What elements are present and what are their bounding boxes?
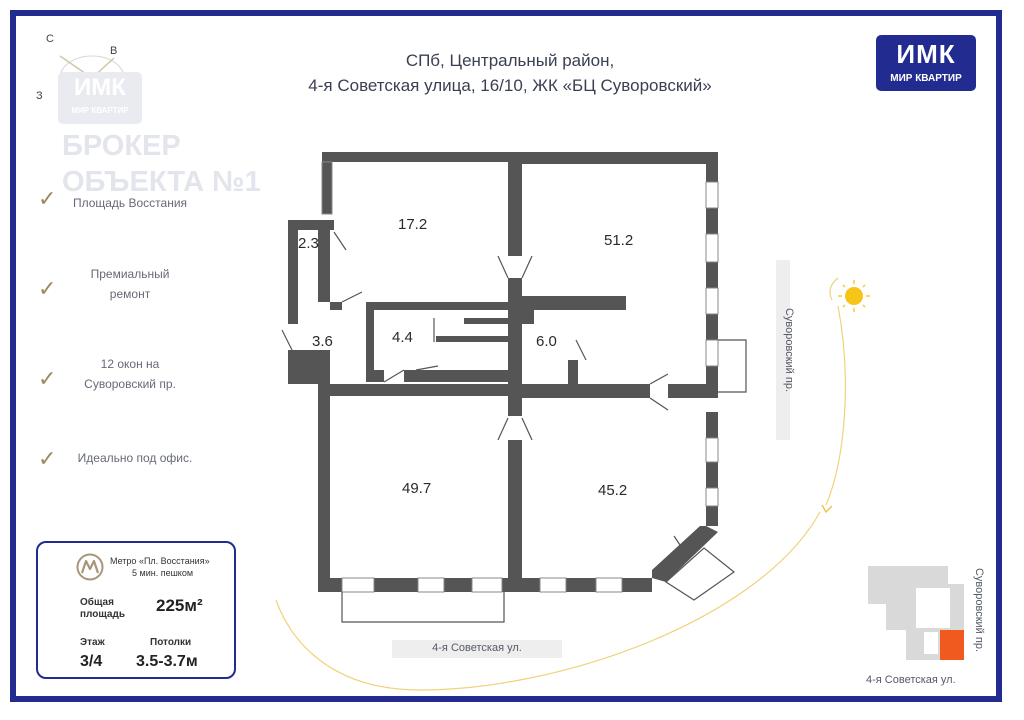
area-label-line-2: площадь: [80, 609, 125, 620]
floor-label: Этаж: [80, 637, 105, 648]
feature-renovation: Премиальный ремонт: [60, 264, 200, 304]
room-label: 6.0: [536, 333, 557, 350]
info-card: Метро «Пл. Восстания» 5 мин. пешком Обща…: [36, 541, 236, 679]
address-line-2: 4-я Советская улица, 16/10, ЖК «БЦ Сувор…: [308, 76, 712, 95]
room-label: 45.2: [598, 482, 628, 499]
minimap-street-suvorovsky: Суворовский пр.: [973, 567, 985, 653]
feature-windows-line-1: 12 окон на: [100, 357, 160, 371]
compass-west: З: [36, 90, 43, 102]
brand-mark: ИМК: [896, 39, 956, 69]
watermark-mark: ИМК: [74, 74, 126, 101]
feature-windows-line-2: Суворовский пр.: [84, 377, 176, 391]
room-label: 49.7: [402, 480, 432, 497]
feature-renovation-line-1: Премиальный: [90, 267, 170, 281]
location-minimap: [868, 566, 964, 660]
broker-line-2: ОБЪЕКТА №1: [62, 166, 261, 198]
street-strip: [392, 640, 562, 658]
border-frame: [10, 10, 1002, 702]
compass-north: С: [46, 33, 54, 45]
check-icon: ✓: [38, 276, 57, 301]
room-label: 3.6: [312, 333, 333, 350]
street-suvorovsky: Суворовский пр.: [783, 307, 795, 393]
check-icon: ✓: [38, 366, 57, 391]
check-icon: ✓: [38, 446, 57, 471]
sun-icon: [838, 280, 870, 312]
watermark-logo: ИМК МИР КВАРТИР: [58, 72, 142, 124]
address-line-1: СПб, Центральный район,: [405, 51, 615, 70]
room-label: 51.2: [604, 232, 634, 249]
area-label-line-1: Общая: [80, 597, 114, 608]
room-label: 17.2: [398, 216, 428, 233]
broker-line-1: БРОКЕР: [62, 130, 181, 162]
street-strip: [776, 260, 790, 440]
room-label: 2.3: [298, 235, 319, 252]
address-header: СПб, Центральный район, 4-я Советская ул…: [250, 48, 770, 98]
floor-value: 3/4: [80, 653, 103, 670]
room-label: 4.4: [392, 329, 413, 346]
metro-icon: [76, 553, 104, 581]
ceiling-value: 3.5-3.7м: [136, 653, 198, 670]
street-sovetskaya: 4-я Советская ул.: [432, 642, 522, 654]
metro-name: Метро «Пл. Восстания»: [110, 556, 210, 566]
metro-walk: 5 мин. пешком: [132, 568, 194, 578]
feature-office: Идеально под офис.: [77, 451, 193, 465]
feature-renovation-line-2: ремонт: [109, 287, 151, 301]
minimap-street-sovetskaya: 4-я Советская ул.: [866, 674, 956, 686]
feature-metro: Площадь Восстания: [72, 196, 188, 210]
ceiling-label: Потолки: [150, 637, 192, 648]
watermark-brand-name: МИР КВАРТИР: [71, 106, 129, 115]
area-label: Общая площадь: [80, 597, 125, 621]
feature-windows: 12 окон на Суворовский пр.: [60, 354, 200, 394]
area-value: 225м²: [156, 596, 203, 615]
watermark-broker: БРОКЕР ОБЪЕКТА №1: [62, 128, 261, 200]
brand-name: МИР КВАРТИР: [890, 73, 962, 84]
brand-logo: ИМК МИР КВАРТИР: [876, 35, 976, 91]
check-icon: ✓: [38, 186, 57, 211]
compass-east: В: [110, 45, 118, 57]
